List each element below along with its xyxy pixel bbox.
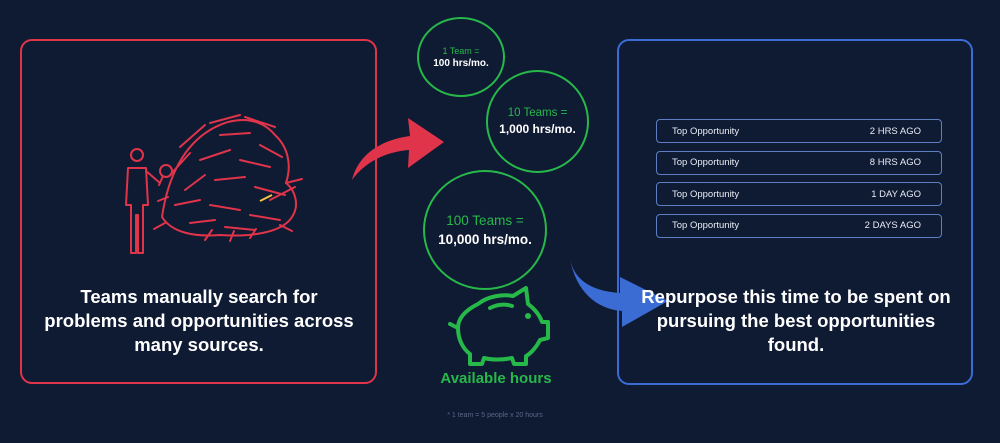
opportunity-list: Top Opportunity 2 HRS AGO Top Opportunit… <box>656 119 942 245</box>
person-searching-haystack-icon <box>125 114 303 254</box>
manual-search-panel <box>20 39 377 384</box>
ten-teams-hours: 1,000 hrs/mo. <box>499 122 576 136</box>
blue-arrow-icon <box>570 259 668 327</box>
opportunity-time: 8 HRS AGO <box>869 157 921 168</box>
opportunity-item[interactable]: Top Opportunity 1 DAY AGO <box>656 182 942 206</box>
opportunities-panel <box>617 39 973 385</box>
available-hours-label: Available hours <box>440 370 552 387</box>
opportunity-item[interactable]: Top Opportunity 2 DAYS AGO <box>656 213 942 238</box>
opportunity-time: 1 DAY AGO <box>871 188 921 200</box>
opportunity-time: 2 DAYS AGO <box>864 220 921 231</box>
piggy-bank-icon <box>448 286 550 366</box>
one-team-circle: 1 Team = 100 hrs/mo. <box>417 17 505 97</box>
hundred-teams-hours: 10,000 hrs/mo. <box>438 232 532 247</box>
ten-teams-circle: 10 Teams = 1,000 hrs/mo. <box>486 70 589 173</box>
opportunity-title: Top Opportunity <box>672 220 740 231</box>
repurpose-caption: Repurpose this time to be spent on pursu… <box>641 286 951 355</box>
opportunity-item[interactable]: Top Opportunity 2 HRS AGO <box>656 119 942 143</box>
opportunity-time: 2 HRS AGO <box>869 125 921 137</box>
one-team-hours: 100 hrs/mo. <box>433 57 489 69</box>
ten-teams-label: 10 Teams = <box>507 107 568 119</box>
opportunity-item[interactable]: Top Opportunity 8 HRS AGO <box>656 150 942 175</box>
opportunity-title: Top Opportunity <box>672 157 740 168</box>
manual-search-caption: Teams manually search for problems and o… <box>44 286 354 355</box>
hundred-teams-circle: 100 Teams = 10,000 hrs/mo. <box>423 170 547 290</box>
one-team-label: 1 Team = <box>442 45 480 56</box>
team-size-footnote: * 1 team = 5 people x 20 hours <box>447 412 543 419</box>
hundred-teams-label: 100 Teams = <box>446 213 524 228</box>
red-arrow-icon <box>352 118 444 180</box>
opportunity-title: Top Opportunity <box>672 125 740 137</box>
opportunity-title: Top Opportunity <box>672 188 740 200</box>
